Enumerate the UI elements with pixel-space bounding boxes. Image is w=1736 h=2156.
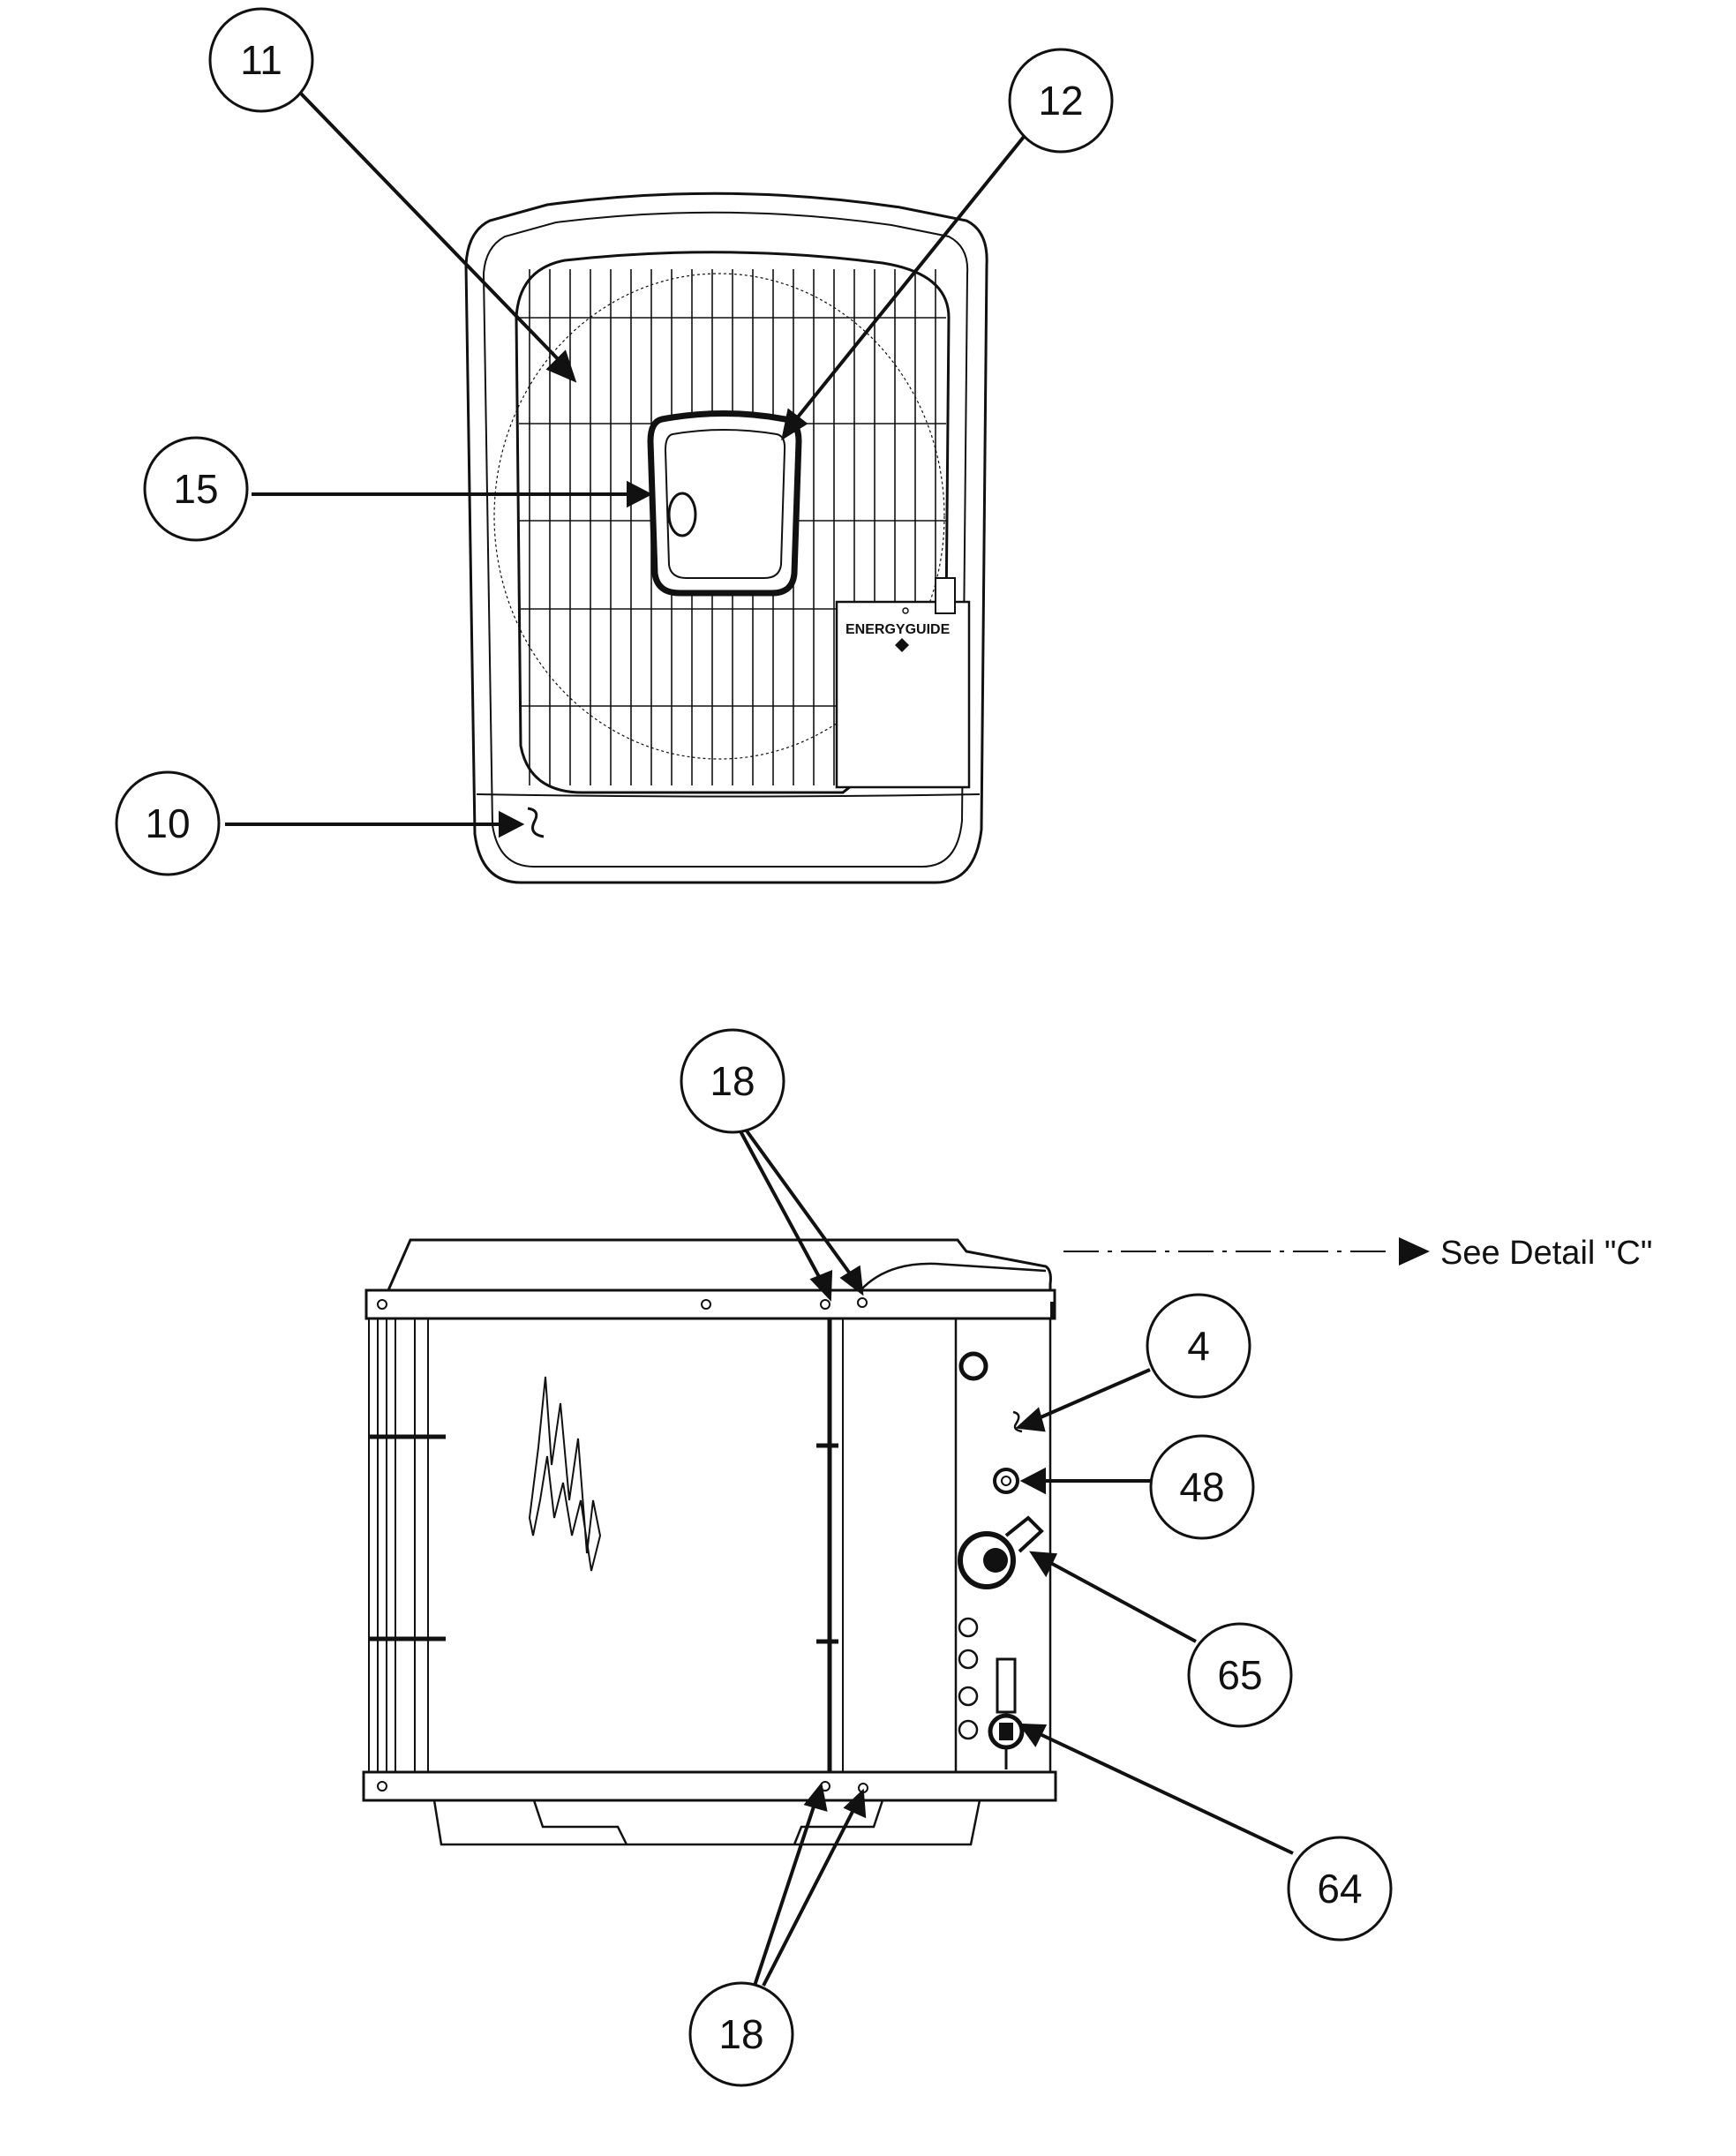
coil-pattern xyxy=(528,1376,602,1572)
svg-text:18: 18 xyxy=(710,1058,755,1104)
svg-text:65: 65 xyxy=(1217,1652,1262,1698)
valve-65-stem xyxy=(1004,1515,1044,1553)
knockouts xyxy=(958,1617,979,1740)
service-valve-65 xyxy=(958,1531,1016,1589)
energyguide-diamond-icon xyxy=(895,638,909,652)
side-tab xyxy=(1050,1302,1056,1319)
unit-side-view xyxy=(362,1238,1057,1846)
valve-64-stem xyxy=(996,1657,1017,1714)
valve-65-core xyxy=(983,1548,1008,1573)
svg-text:10: 10 xyxy=(145,800,190,846)
motor-cover-inner xyxy=(664,429,786,579)
svg-text:48: 48 xyxy=(1179,1464,1224,1510)
see-detail-reference: See Detail "C" xyxy=(1063,1235,1652,1272)
label-tab xyxy=(935,577,956,614)
svg-text:18: 18 xyxy=(718,2011,763,2057)
bottom-rail xyxy=(362,1770,1057,1802)
gauge-port-icon xyxy=(958,1351,988,1381)
label-hole xyxy=(902,607,909,614)
motor-cover xyxy=(647,410,802,597)
callout-64: 64 xyxy=(1287,1836,1393,1942)
svg-text:4: 4 xyxy=(1187,1323,1210,1369)
top-leaders xyxy=(225,91,1026,838)
unit-base xyxy=(476,793,981,798)
rail-holes xyxy=(377,1297,868,1793)
callout-4: 4 xyxy=(1146,1293,1251,1399)
see-detail-text: See Detail "C" xyxy=(1440,1235,1652,1272)
service-panel xyxy=(954,1317,1052,1774)
callout-48: 48 xyxy=(1149,1434,1255,1540)
callout-65: 65 xyxy=(1187,1622,1293,1728)
callout-11: 11 xyxy=(208,7,314,113)
svg-text:11: 11 xyxy=(240,37,282,83)
plug-48-inner xyxy=(1001,1476,1011,1486)
callout-18-bottom: 18 xyxy=(688,1981,794,2087)
bottom-leaders xyxy=(738,1128,1294,1987)
svg-text:15: 15 xyxy=(173,466,218,512)
svg-text:12: 12 xyxy=(1038,78,1083,124)
callout-10: 10 xyxy=(115,770,221,876)
top-cap xyxy=(387,1238,1052,1293)
base-feet xyxy=(432,1799,981,1846)
base-clip-icon xyxy=(527,807,545,838)
coil-edge xyxy=(368,1318,429,1772)
valve-64-core xyxy=(999,1723,1013,1740)
left-brackets xyxy=(369,1434,838,1644)
plug-48-icon xyxy=(993,1468,1019,1494)
callout-12: 12 xyxy=(1008,48,1114,154)
cabinet-shell xyxy=(464,192,988,884)
callout-18-top: 18 xyxy=(680,1028,785,1134)
brand-logo-icon xyxy=(667,492,697,537)
unit-front-view: ENERGYGUIDE xyxy=(464,192,988,884)
see-detail-arrow-icon xyxy=(1399,1237,1430,1266)
callout-15: 15 xyxy=(143,436,249,542)
svg-text:64: 64 xyxy=(1317,1866,1362,1912)
clip-4-icon xyxy=(1012,1410,1023,1433)
energyguide-text: ENERGYGUIDE xyxy=(845,622,951,637)
cabinet-inner-rim xyxy=(482,211,969,868)
fan-outline xyxy=(493,273,945,760)
top-cap-curve xyxy=(860,1262,1047,1291)
energyguide-label xyxy=(835,600,971,789)
